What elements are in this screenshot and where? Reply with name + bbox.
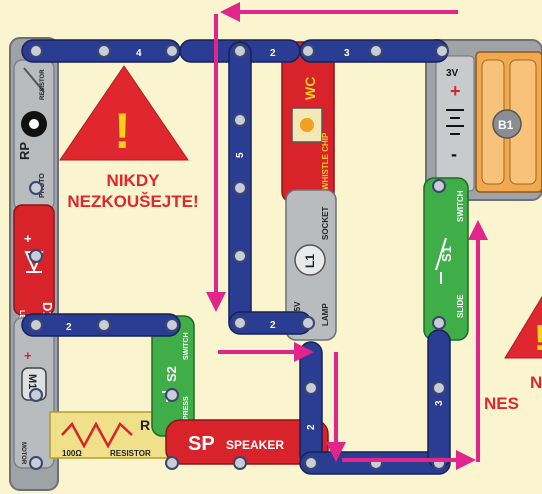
whistle-chip[interactable]: WC WHISTLE CHIP <box>281 41 335 203</box>
s1-code: S1 <box>439 246 454 262</box>
l1-value: 2.5V <box>293 301 302 318</box>
warning-text-line1: N <box>530 373 542 392</box>
r-name: RESISTOR <box>110 449 151 458</box>
warning-text-left: NIKDY NEZKOUŠEJTE! <box>50 170 216 212</box>
switch-icon <box>435 237 447 271</box>
wire-number: 3 <box>434 400 445 406</box>
wc-name: WHISTLE CHIP <box>321 132 330 190</box>
b1-value: 3V <box>446 68 459 79</box>
warning-symbol: ! <box>534 317 542 358</box>
warning-text-line2: NEZKOUŠEJTE! <box>67 192 199 211</box>
sp-name: SPEAKER <box>226 438 284 452</box>
s2-name2: SWITCH <box>183 332 190 360</box>
s1-name: SLIDE <box>456 294 465 318</box>
slide-switch-s1[interactable]: S1 SLIDE SWITCH <box>423 177 469 341</box>
warning-text-line1: NIKDY <box>106 171 160 190</box>
b1-plus: + <box>450 81 461 101</box>
wire-number: 2 <box>66 322 72 333</box>
wire-vertical-3[interactable] <box>427 329 451 469</box>
m1-name: MOTOR <box>20 442 26 465</box>
wire-number: 2 <box>306 424 317 430</box>
wire-vertical-2[interactable] <box>299 341 323 467</box>
current-flow-arrows <box>206 2 488 470</box>
lamp-icon <box>294 244 326 276</box>
r-value: 100Ω <box>62 449 82 458</box>
warning-symbol: ! <box>114 103 131 159</box>
warning-text-line2: NES <box>484 394 519 413</box>
l1-name2: SOCKET <box>321 207 330 240</box>
m1-code: M1 <box>26 374 38 389</box>
resistor-icon <box>61 421 133 449</box>
warning-triangle-left: ! <box>59 65 189 161</box>
wire-number: 5 <box>235 152 246 158</box>
speaker-sp[interactable]: SP SPEAKER <box>165 419 329 465</box>
b1-minus: - <box>451 144 457 164</box>
wire-number: 4 <box>136 48 142 59</box>
rp-name: PHOTO <box>39 173 46 198</box>
rp-code: RP <box>17 142 32 160</box>
m1-plus: + <box>24 348 32 363</box>
wire-number: 2 <box>270 320 276 331</box>
wire-number: 2 <box>270 48 276 59</box>
r-code: R <box>140 417 150 433</box>
s2-name: PRESS <box>183 396 190 420</box>
lamp-socket-l1[interactable]: L1 2.5V LAMP SOCKET <box>285 189 337 341</box>
warning-text-right: N NES <box>484 372 542 414</box>
d1-name: LED <box>18 310 25 324</box>
wc-code: WC <box>302 77 318 100</box>
s1-name2: SWITCH <box>456 190 465 222</box>
sp-code: SP <box>188 433 215 455</box>
rp-name2: RESISTOR <box>40 69 46 100</box>
s2-code: S2 <box>164 366 179 382</box>
d1-plus: + <box>24 231 32 246</box>
b1-code: B1 <box>498 118 514 132</box>
battery-b1[interactable]: 3V + - B1 <box>425 39 542 201</box>
wire-number: 3 <box>344 48 350 59</box>
led-d1[interactable]: + D1 LED <box>13 204 55 324</box>
warning-triangle-right: ! <box>504 295 542 359</box>
l1-code: L1 <box>303 254 317 268</box>
l1-name: LAMP <box>321 303 330 326</box>
